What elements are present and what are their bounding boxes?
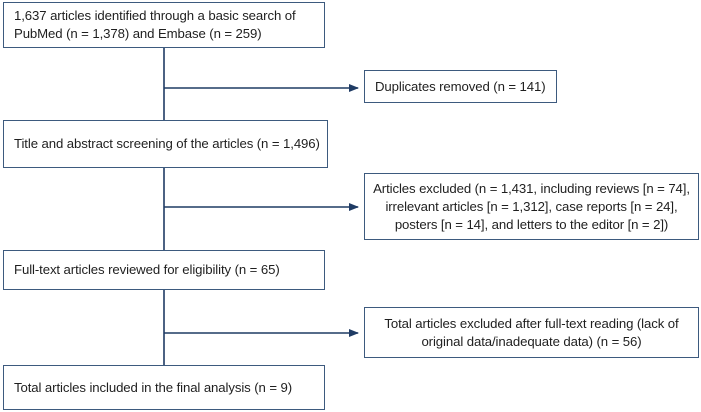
box-excluded-fulltext: Total articles excluded after full-text … xyxy=(364,307,699,358)
box-screening-text: Title and abstract screening of the arti… xyxy=(14,136,320,151)
box-duplicates-removed: Duplicates removed (n = 141) xyxy=(364,70,557,103)
box-fulltext: Full-text articles reviewed for eligibil… xyxy=(3,250,325,290)
box-included-text: Total articles included in the final ana… xyxy=(14,379,293,395)
box-duplicates-text: Duplicates removed (n = 141) xyxy=(375,78,546,94)
box-included: Total articles included in the final ana… xyxy=(3,365,325,410)
box-excluded-screening: Articles excluded (n = 1,431, including … xyxy=(364,173,699,240)
box-excluded-screening-text: Articles excluded (n = 1,431, including … xyxy=(373,180,690,232)
box-identified: 1,637 articles identified through a basi… xyxy=(3,2,325,48)
box-identified-text: 1,637 articles identified through a basi… xyxy=(14,8,296,41)
box-fulltext-text: Full-text articles reviewed for eligibil… xyxy=(14,262,280,277)
box-excluded-fulltext-text: Total articles excluded after full-text … xyxy=(384,315,679,349)
box-screening: Title and abstract screening of the arti… xyxy=(3,120,328,168)
